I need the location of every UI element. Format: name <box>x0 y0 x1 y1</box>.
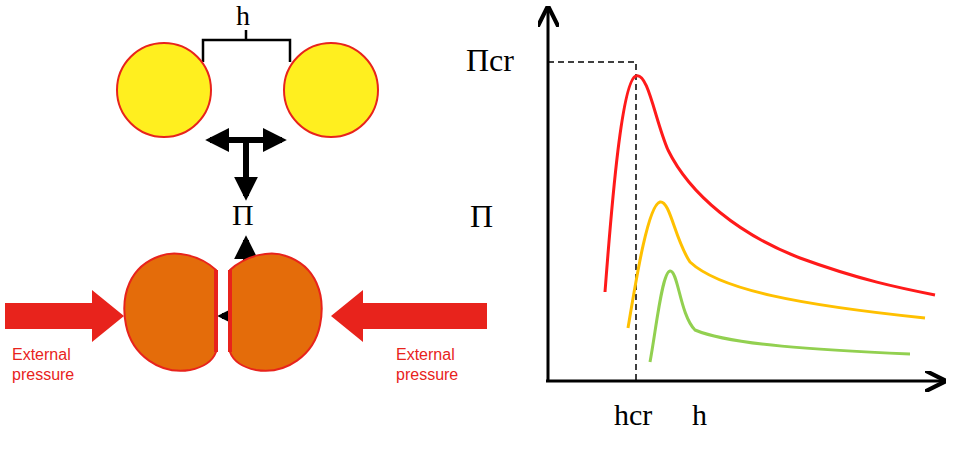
force-label: Π <box>232 200 254 230</box>
curve <box>605 76 935 295</box>
pressure-label: External pressure <box>396 345 476 385</box>
deformed-drop <box>230 254 322 371</box>
axis-value: Πcr <box>466 44 514 76</box>
axis-title: h <box>692 400 707 430</box>
drop <box>284 43 378 137</box>
pressure-arrow <box>5 290 124 342</box>
pressure-label: External pressure <box>12 345 92 385</box>
y-axis <box>547 8 550 381</box>
curve <box>628 202 925 328</box>
deformed-drop <box>124 254 216 371</box>
curve <box>650 271 910 362</box>
pressure-arrow <box>331 290 487 342</box>
axis-value: hcr <box>614 400 652 430</box>
drop <box>117 43 211 137</box>
axis-title: Π <box>470 200 493 232</box>
arrow <box>243 140 249 196</box>
x-axis <box>546 380 944 383</box>
dimension-label: h <box>236 2 250 30</box>
bracket <box>203 30 290 62</box>
